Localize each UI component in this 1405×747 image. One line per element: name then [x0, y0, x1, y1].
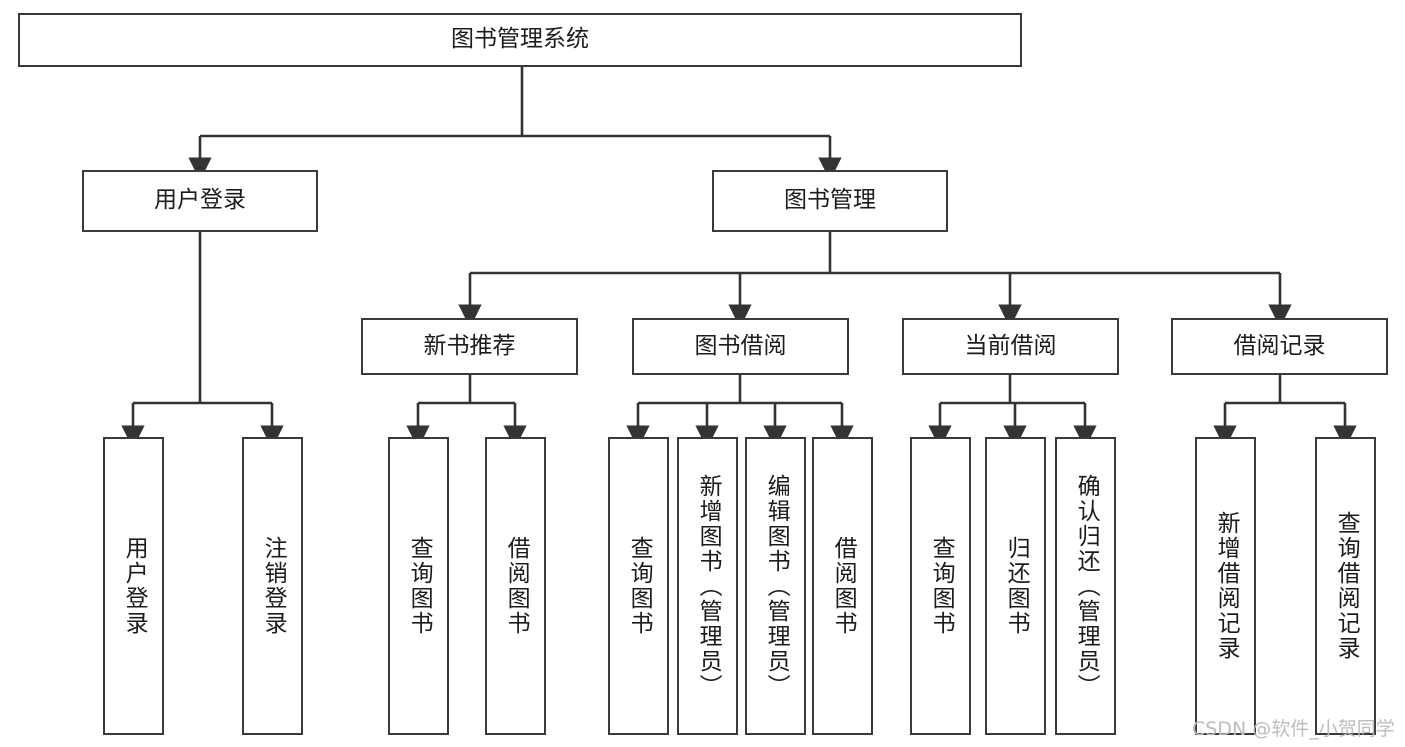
- node-current-borrow-label: 当前借阅: [964, 332, 1057, 359]
- watermark: CSDN @软件_小贺同学: [1192, 718, 1395, 740]
- leaf-recommend-query-book-label: 查询图书: [406, 536, 433, 636]
- node-book-management-label: 图书管理: [784, 187, 876, 214]
- leaf-borrow-add-book[interactable]: 新增图书（管理员）: [677, 437, 738, 735]
- leaf-record-add-label: 新增借阅记录: [1213, 511, 1240, 661]
- leaf-record-query-label: 查询借阅记录: [1333, 511, 1360, 661]
- leaf-recommend-query-book[interactable]: 查询图书: [388, 437, 449, 735]
- leaf-borrow-borrow-book[interactable]: 借阅图书: [812, 437, 873, 735]
- leaf-recommend-borrow-book-label: 借阅图书: [503, 536, 530, 636]
- leaf-record-query[interactable]: 查询借阅记录: [1315, 437, 1376, 735]
- node-new-book-recommend[interactable]: 新书推荐: [361, 318, 578, 375]
- node-borrow-record-label: 借阅记录: [1233, 332, 1326, 359]
- node-book-borrow-label: 图书借阅: [694, 332, 787, 359]
- leaf-user-logout-label: 注销登录: [260, 536, 287, 636]
- leaf-borrow-query-book[interactable]: 查询图书: [608, 437, 669, 735]
- node-root-label: 图书管理系统: [451, 26, 589, 53]
- node-borrow-record[interactable]: 借阅记录: [1171, 318, 1388, 375]
- leaf-borrow-edit-book-label: 编辑图书（管理员）: [763, 473, 790, 699]
- node-user-login[interactable]: 用户登录: [82, 170, 318, 232]
- node-new-book-recommend-label: 新书推荐: [423, 332, 516, 359]
- leaf-current-return-book-label: 归还图书: [1003, 536, 1030, 636]
- leaf-current-query-book-label: 查询图书: [928, 536, 955, 636]
- leaf-borrow-query-book-label: 查询图书: [626, 536, 653, 636]
- leaf-record-add[interactable]: 新增借阅记录: [1195, 437, 1256, 735]
- leaf-user-login[interactable]: 用户登录: [103, 437, 164, 735]
- leaf-borrow-edit-book[interactable]: 编辑图书（管理员）: [745, 437, 806, 735]
- leaf-borrow-add-book-label: 新增图书（管理员）: [695, 473, 722, 699]
- leaf-current-confirm-return-label: 确认归还（管理员）: [1073, 473, 1100, 699]
- leaf-current-confirm-return[interactable]: 确认归还（管理员）: [1055, 437, 1116, 735]
- leaf-user-logout[interactable]: 注销登录: [242, 437, 303, 735]
- node-current-borrow[interactable]: 当前借阅: [902, 318, 1119, 375]
- node-book-management[interactable]: 图书管理: [712, 170, 948, 232]
- node-root[interactable]: 图书管理系统: [18, 13, 1022, 67]
- leaf-current-query-book[interactable]: 查询图书: [910, 437, 971, 735]
- leaf-user-login-label: 用户登录: [121, 536, 148, 636]
- node-book-borrow[interactable]: 图书借阅: [632, 318, 849, 375]
- node-user-login-label: 用户登录: [154, 187, 246, 214]
- leaf-current-return-book[interactable]: 归还图书: [985, 437, 1046, 735]
- leaf-recommend-borrow-book[interactable]: 借阅图书: [485, 437, 546, 735]
- leaf-borrow-borrow-book-label: 借阅图书: [830, 536, 857, 636]
